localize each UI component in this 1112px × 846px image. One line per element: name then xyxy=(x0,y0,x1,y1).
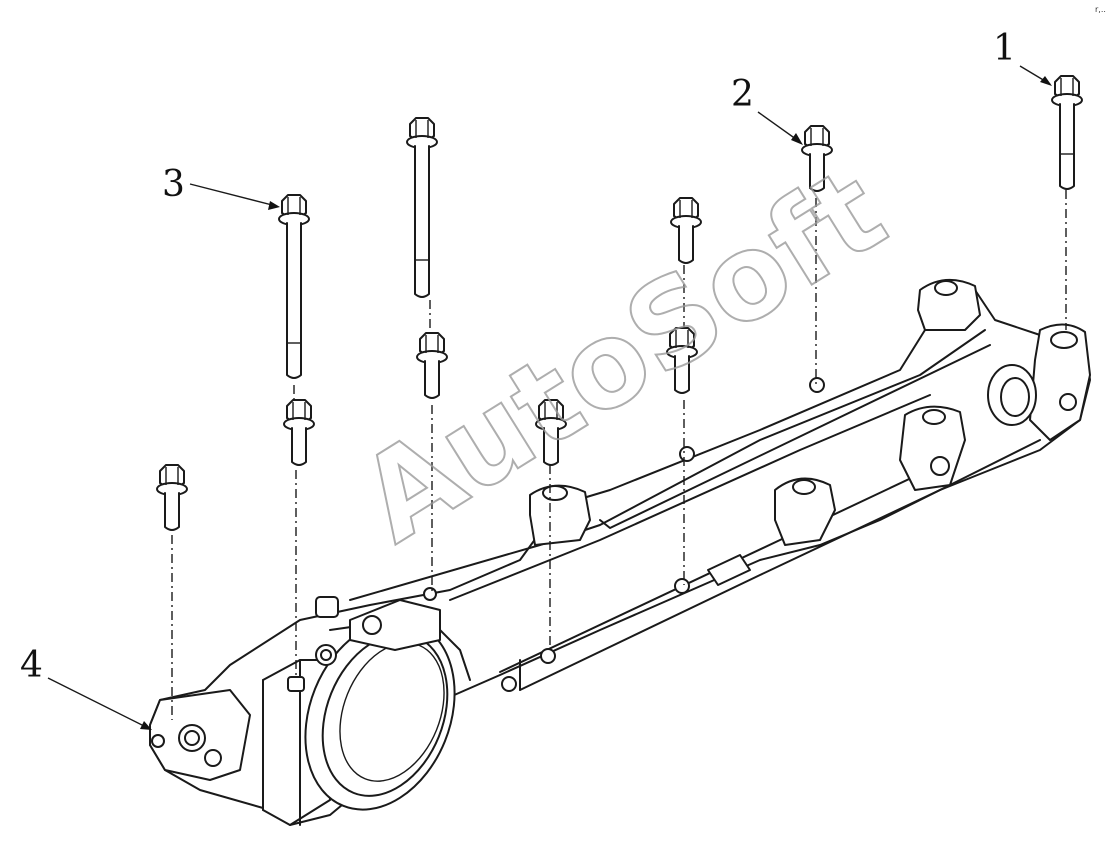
callout-1-number: 1 xyxy=(993,28,1016,69)
bolt-short-f xyxy=(666,327,698,394)
bolt-short-2 xyxy=(801,125,833,192)
valve-cover-housing xyxy=(149,279,1091,826)
callout-2: 2 xyxy=(731,74,803,145)
bolt-short-c xyxy=(416,332,448,399)
callout-3: 3 xyxy=(162,164,280,210)
bolt-long-3 xyxy=(278,194,310,379)
callout-4-number: 4 xyxy=(20,645,43,686)
bolt-long-center xyxy=(406,117,438,298)
callout-1: 1 xyxy=(993,28,1052,86)
bolt-long-1 xyxy=(1051,75,1083,190)
bolt-short-e xyxy=(670,197,702,264)
bolt-axis-lines xyxy=(171,190,1067,720)
callout-4: 4 xyxy=(20,645,152,730)
callout-2-number: 2 xyxy=(731,74,754,115)
callout-3-number: 3 xyxy=(162,164,185,205)
bolt-short-b xyxy=(283,399,315,466)
bolt-short-d xyxy=(535,399,567,466)
bolt-short-a xyxy=(156,464,188,531)
corner-mark: r,.. xyxy=(1095,5,1106,14)
